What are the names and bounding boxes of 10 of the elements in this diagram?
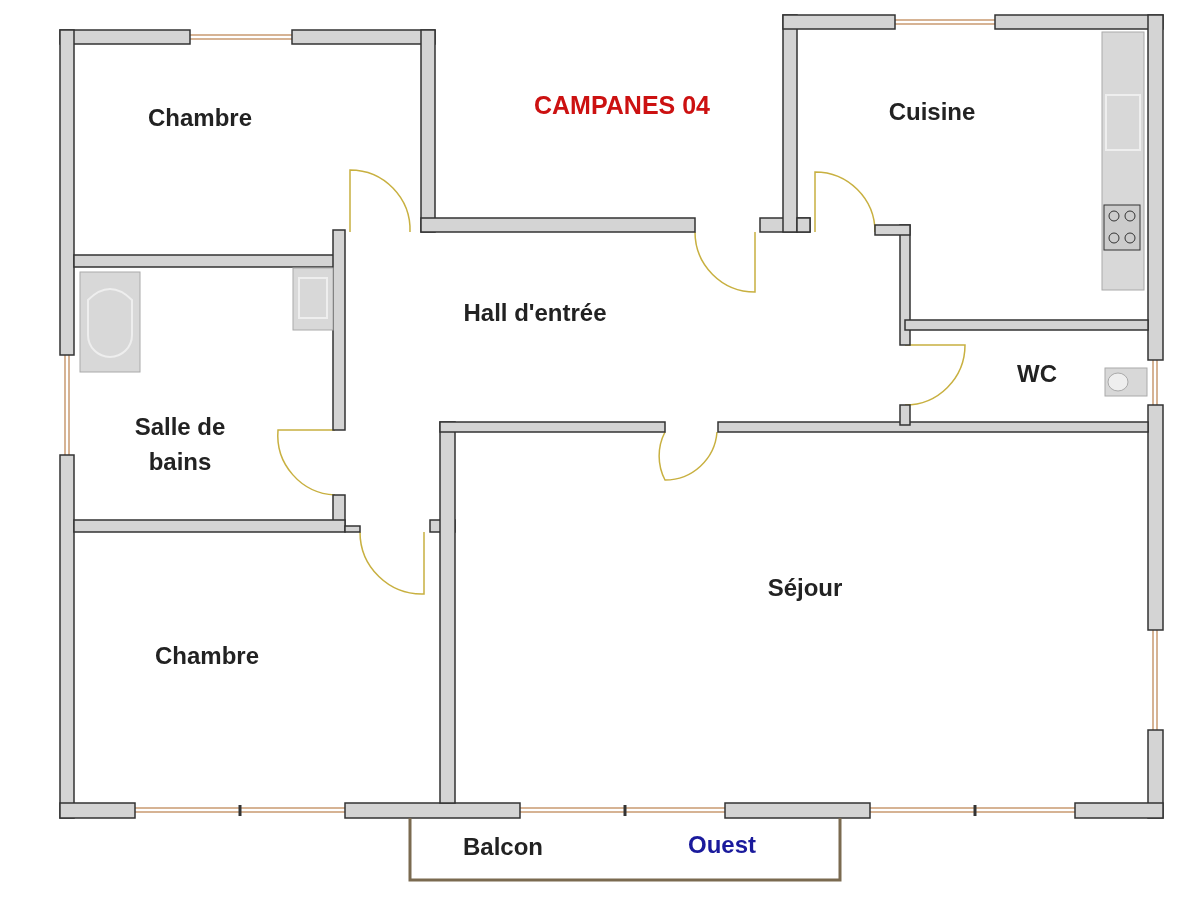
room-name: Salle de bains — [133, 412, 227, 477]
room-name: Chambre — [147, 102, 253, 133]
plan-title: CAMPANES 04 — [534, 90, 710, 120]
room-name: Chambre — [154, 640, 260, 671]
room-name: Balcon — [462, 831, 544, 862]
orientation-label: Ouest — [687, 829, 757, 860]
room-name: WC — [1016, 358, 1058, 389]
room-name: Hall d'entrée — [462, 297, 608, 328]
room-name: Cuisine — [887, 96, 977, 127]
room-name: Séjour — [766, 572, 844, 603]
